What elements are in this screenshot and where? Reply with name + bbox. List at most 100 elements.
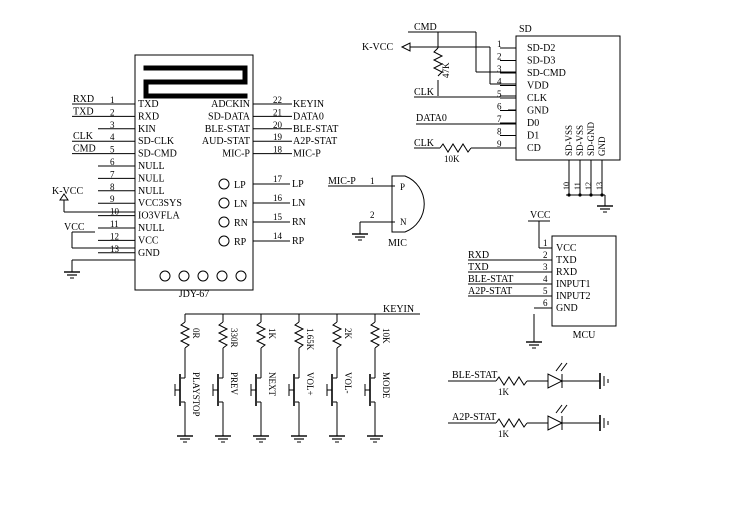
pin-number: 3	[497, 64, 502, 74]
pin-number: 8	[497, 127, 502, 137]
pin-number: 22	[273, 95, 282, 105]
pin-name: VDD	[527, 81, 549, 92]
ground-icon	[252, 429, 270, 443]
mic-name: MIC	[388, 238, 407, 249]
jdy67-bottom-pads	[159, 270, 247, 282]
key-label: VOL+	[305, 372, 315, 396]
pin-name: ADCKIN	[211, 99, 250, 110]
pin-number: 12	[110, 231, 119, 241]
pad-circle	[197, 270, 209, 282]
pin-name: IO3VFLA	[138, 211, 180, 222]
clk-resistor-value: 10K	[444, 154, 460, 164]
pin-name: BLE-STAT	[205, 124, 250, 135]
pin-name: VCC3SYS	[138, 198, 182, 209]
led-resistor-value: 1K	[498, 429, 510, 439]
ground-icon	[366, 429, 384, 443]
net-label: MIC-P	[293, 149, 321, 160]
pin-name: GND	[556, 303, 578, 314]
pin-number: 4	[110, 132, 115, 142]
key-label: PLAYSTOP	[191, 372, 201, 417]
key-resistor	[179, 321, 191, 349]
pin-number: 13	[110, 244, 120, 254]
net-label: RP	[292, 236, 305, 247]
pin-number: 11	[110, 219, 119, 229]
pad-name: LP	[234, 180, 246, 191]
pin-number: 5	[497, 89, 502, 99]
mcu-vcc-label: VCC	[530, 210, 551, 221]
pin-name: KIN	[138, 124, 156, 135]
key-resistor-value: 0R	[191, 328, 201, 339]
antenna-trace	[143, 65, 248, 99]
key-label: MODE	[381, 372, 391, 399]
net-label: CMD	[73, 144, 96, 155]
pin-number: 10	[562, 182, 571, 190]
pin-name: INPUT2	[556, 291, 590, 302]
net-label: RXD	[468, 250, 489, 261]
key-buttons: 0RPLAYSTOP330RPREV1KNEXT1.65KVOL+2KVOL-1…	[174, 314, 391, 443]
pin-number: 3	[543, 262, 548, 272]
net-label: A2P-STAT	[293, 136, 337, 147]
pin-number: 7	[110, 169, 115, 179]
pin-name: RXD	[138, 111, 159, 122]
key-resistor-value: 10K	[381, 328, 391, 344]
led-net-label: BLE-STAT	[452, 370, 497, 381]
pad-circle	[216, 270, 228, 282]
pin-number: 4	[543, 274, 548, 284]
pin-name: INPUT1	[556, 279, 590, 290]
pin-number: 9	[110, 194, 115, 204]
pin-number: 2	[543, 250, 548, 260]
led-net-label: A2P-STAT	[452, 412, 496, 423]
pin-number: 2	[497, 52, 502, 62]
pin-number: 3	[110, 120, 115, 130]
net-label: LN	[292, 198, 305, 209]
net-label: DATA0	[293, 111, 324, 122]
mcu-name: MCU	[573, 330, 597, 341]
key-ladder: KEYIN 0RPLAYSTOP330RPREV1KNEXT1.65KVOL+2…	[174, 304, 420, 443]
pin-name: SD-VSS	[575, 125, 585, 156]
pin-name: NULL	[138, 186, 165, 197]
pullup-resistor	[432, 47, 444, 77]
pullup-value: 47K	[441, 62, 451, 78]
pin-number: 21	[273, 107, 282, 117]
sd-data0-label: DATA0	[416, 113, 447, 124]
pad-name: RN	[234, 218, 248, 229]
pad-circle	[218, 235, 230, 247]
pin-number: 1	[543, 238, 548, 248]
pin-number: 5	[110, 145, 115, 155]
pin-name: VCC	[556, 243, 577, 254]
ground-icon	[214, 429, 232, 443]
pad-circle	[218, 178, 230, 190]
sd-kvcc-label: K-VCC	[362, 42, 393, 53]
pin-number: 18	[273, 145, 283, 155]
ground-icon	[290, 429, 308, 443]
net-label: LP	[292, 179, 304, 190]
ground-icon	[525, 335, 543, 349]
pin-number: 9	[497, 139, 502, 149]
pin-number: 8	[110, 182, 115, 192]
ground-icon	[63, 265, 81, 279]
mic-pin2: 2	[370, 210, 375, 220]
pin-name: TXD	[138, 99, 159, 110]
pin-name: RXD	[556, 267, 577, 278]
pad-circle	[159, 270, 171, 282]
key-label: VOL-	[343, 372, 353, 394]
key-resistor	[255, 321, 267, 349]
pin-name: NULL	[138, 173, 165, 184]
key-label: PREV	[229, 372, 239, 396]
pin-number: 17	[273, 174, 283, 184]
pad-circle	[178, 270, 190, 282]
pin-name: MIC-P	[222, 149, 250, 160]
pin-number: 12	[584, 182, 593, 190]
sd-name: SD	[519, 24, 532, 35]
sd-clk-label: CLK	[414, 87, 435, 98]
key-resistor	[217, 321, 229, 349]
jdy67-body	[134, 54, 254, 291]
pin-number: 6	[110, 157, 115, 167]
net-label: BLE-STAT	[468, 274, 513, 285]
